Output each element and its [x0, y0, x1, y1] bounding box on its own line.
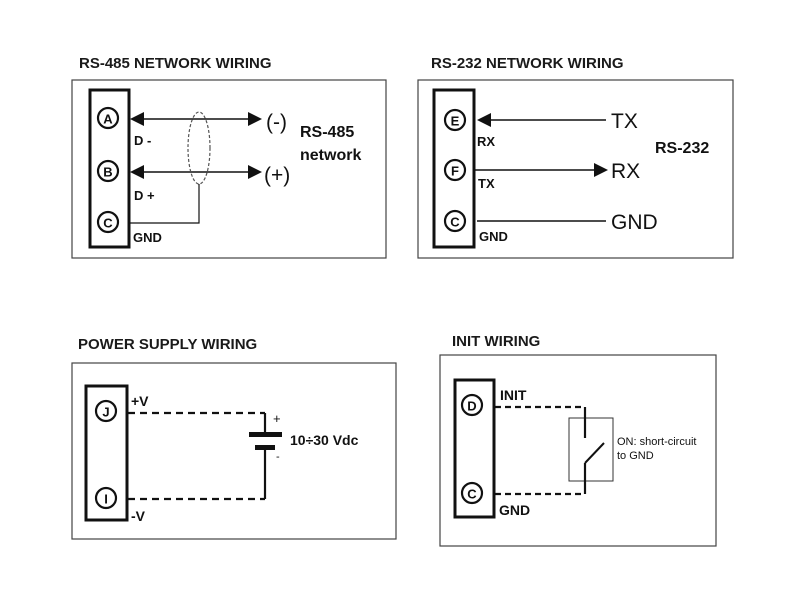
terminal-i: I	[94, 486, 118, 510]
battery-minus-label: -	[276, 451, 280, 463]
terminal-f: F	[443, 158, 467, 182]
network-label: RS-485	[300, 124, 354, 141]
label-d-minus: D -	[134, 133, 151, 148]
terminal-circle	[94, 399, 118, 423]
battery-icon	[249, 413, 282, 499]
terminal-letter: A	[103, 112, 113, 127]
terminal-c-232: C	[443, 209, 467, 233]
rs485-panel: RS-485 NETWORK WIRING A B C D -	[71, 55, 387, 259]
remote-gnd: GND	[611, 211, 658, 234]
terminal-a: A	[96, 106, 120, 130]
arrow-right-icon	[248, 112, 262, 126]
power-frame	[71, 362, 397, 540]
power-title: POWER SUPPLY WIRING	[78, 336, 257, 353]
network-label-2: network	[300, 147, 361, 164]
network-label: RS-232	[655, 140, 709, 157]
arrow-right-icon	[594, 163, 608, 177]
polarity-plus: (+)	[264, 164, 290, 187]
terminal-j: J	[94, 399, 118, 423]
voltage-label: 10÷30 Vdc	[290, 432, 359, 448]
init-frame	[439, 354, 717, 547]
label-gnd: GND	[479, 229, 508, 244]
terminal-letter: C	[467, 487, 477, 502]
terminal-c: C	[96, 210, 120, 234]
terminal-letter: F	[451, 164, 459, 179]
terminal-circle	[94, 486, 118, 510]
rs485-terminal-strip	[88, 88, 131, 249]
terminal-circle	[443, 108, 467, 132]
label-tx: TX	[478, 176, 495, 191]
polarity-minus: (-)	[266, 111, 287, 134]
terminal-circle	[96, 210, 120, 234]
rs232-title: RS-232 NETWORK WIRING	[431, 55, 624, 72]
rs485-frame	[71, 79, 387, 259]
rs232-terminal-strip	[432, 88, 476, 249]
remote-tx: TX	[611, 110, 638, 133]
power-panel: POWER SUPPLY WIRING J I + - 10÷30 Vdc +V…	[71, 336, 397, 540]
terminal-b: B	[96, 159, 120, 183]
terminal-circle	[443, 209, 467, 233]
rs232-frame	[417, 79, 734, 259]
terminal-circle	[460, 393, 484, 417]
wire-d-minus	[130, 112, 262, 126]
terminal-letter: D	[467, 399, 476, 414]
terminal-letter: B	[103, 165, 112, 180]
terminal-circle	[460, 481, 484, 505]
terminal-letter: I	[104, 492, 108, 507]
terminal-circle	[96, 159, 120, 183]
terminal-e: E	[443, 108, 467, 132]
label-gnd: GND	[499, 502, 530, 518]
init-panel: INIT WIRING D C ON: short-circuit to GND…	[439, 333, 717, 547]
arrow-right-icon	[248, 165, 262, 179]
power-terminal-strip	[84, 384, 129, 522]
wire-d-plus	[130, 165, 262, 179]
init-terminal-strip	[453, 378, 496, 519]
switch-icon	[583, 407, 605, 494]
wire-rx	[477, 113, 606, 127]
switch-note: ON: short-circuit	[617, 436, 696, 448]
terminal-letter: C	[450, 215, 460, 230]
label-plus-v: +V	[131, 393, 149, 409]
remote-rx: RX	[611, 160, 640, 183]
terminal-c-init: C	[460, 481, 484, 505]
switch-box	[568, 417, 614, 482]
battery-plus-label: +	[273, 411, 281, 426]
terminal-circle	[443, 158, 467, 182]
terminal-circle	[96, 106, 120, 130]
arrow-left-icon	[130, 112, 144, 126]
cable-shield	[187, 111, 211, 185]
label-gnd: GND	[133, 230, 162, 245]
wire-tx	[474, 163, 608, 177]
rs485-title: RS-485 NETWORK WIRING	[79, 55, 272, 72]
switch-note-2: to GND	[617, 450, 654, 462]
label-rx: RX	[477, 134, 495, 149]
terminal-d: D	[460, 393, 484, 417]
init-title: INIT WIRING	[452, 333, 540, 350]
label-init: INIT	[500, 387, 527, 403]
terminal-letter: J	[102, 405, 109, 420]
terminal-letter: E	[451, 114, 460, 129]
label-d-plus: D +	[134, 188, 155, 203]
rs232-panel: RS-232 NETWORK WIRING E F C RX TX GND TX…	[417, 55, 734, 259]
terminal-letter: C	[103, 216, 113, 231]
arrow-left-icon	[130, 165, 144, 179]
label-minus-v: -V	[131, 508, 146, 524]
arrow-left-icon	[477, 113, 491, 127]
wire-gnd	[129, 184, 200, 224]
